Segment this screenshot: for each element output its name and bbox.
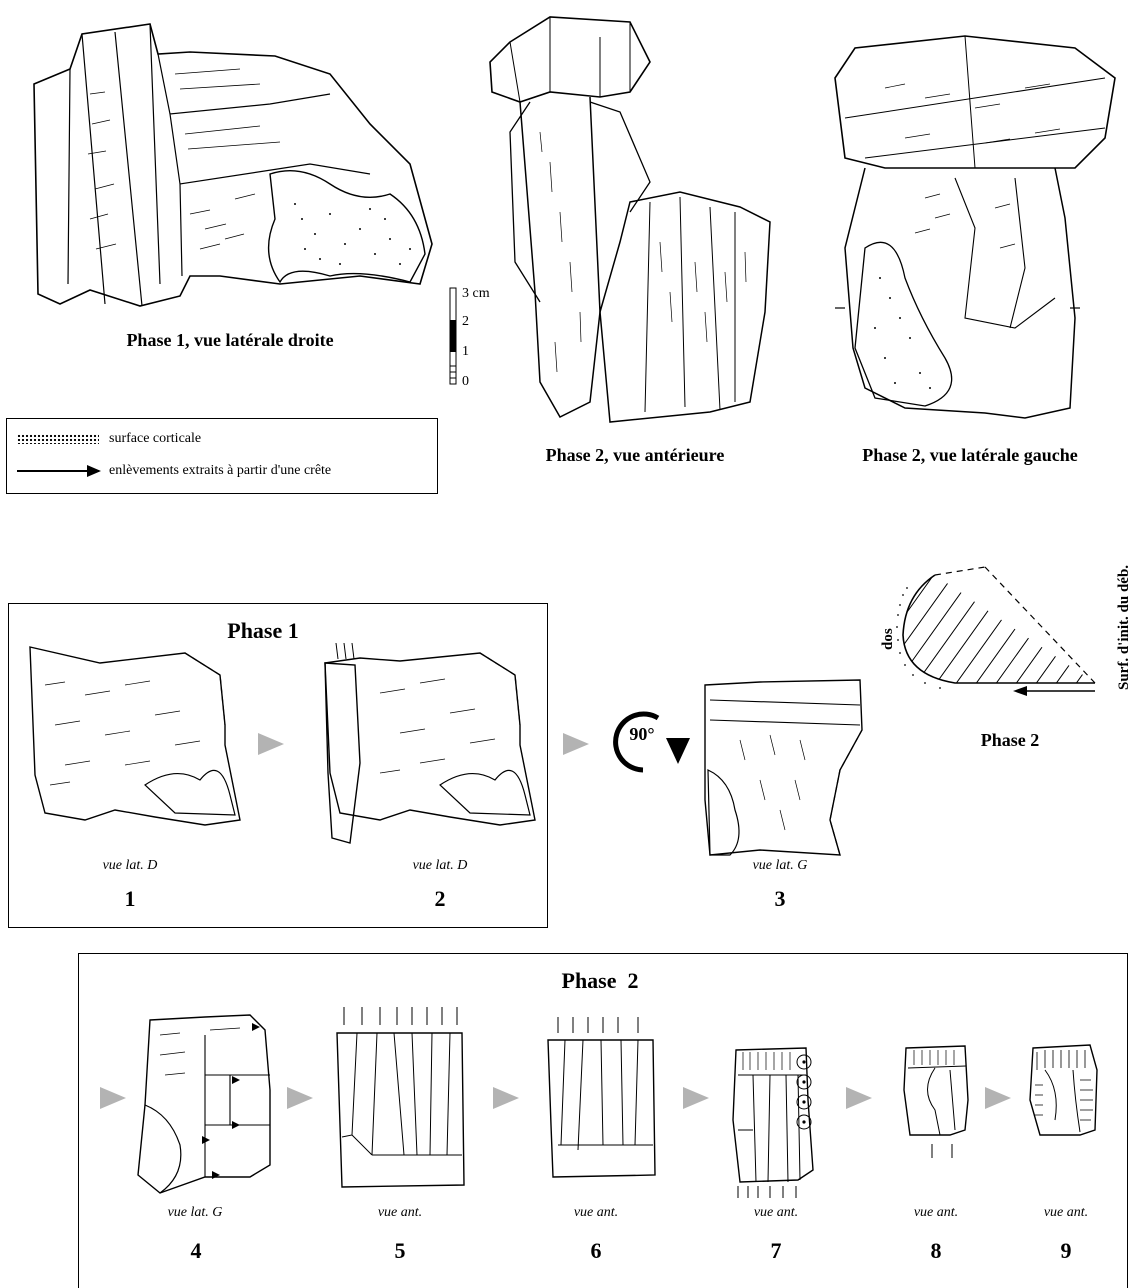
legend-cortex-label: surface corticale [109, 431, 201, 447]
core-drawing-phase2-left-lateral [825, 18, 1125, 428]
phase1-step2-drawing [320, 643, 545, 850]
caption-phase2-anterior: Phase 2, vue antérieure [500, 445, 770, 466]
legend-crest-label: enlèvements extraits à partir d'une crêt… [109, 463, 331, 479]
phase1-title: Phase 1 [188, 618, 338, 644]
phase2-step7-view: vue ant. [716, 1205, 836, 1221]
phase1-step2-number: 2 [420, 886, 460, 912]
phase2-step5-number: 5 [380, 1238, 420, 1264]
phase1-step1-view: vue lat. D [70, 858, 190, 874]
phase1-step3-drawing [700, 680, 870, 860]
schema-back-label: dos [880, 628, 897, 650]
step-arrow-4-5 [287, 1087, 313, 1109]
phase2-step8-number: 8 [916, 1238, 956, 1264]
phase2-schema-diagram [895, 555, 1105, 695]
step-arrow-6-7 [683, 1087, 709, 1109]
phase2-step9-view: vue ant. [1006, 1205, 1126, 1221]
phase1-step3-number: 3 [760, 886, 800, 912]
phase2-step6-number: 6 [576, 1238, 616, 1264]
rotation-label: 90° [618, 724, 666, 745]
phase2-step9-drawing [1025, 1040, 1105, 1170]
step-arrow-into-4 [100, 1087, 126, 1109]
legend-item-cortex: surface corticale [17, 431, 201, 447]
phase2-step7-drawing [728, 1040, 823, 1200]
phase2-step8-view: vue ant. [876, 1205, 996, 1221]
arrow-right-icon [17, 470, 99, 472]
scale-label-3cm: 3 cm [462, 286, 490, 302]
phase1-step1-number: 1 [110, 886, 150, 912]
step-arrow-1-2 [258, 733, 284, 755]
step-arrow-7-8 [846, 1087, 872, 1109]
scale-label-1: 1 [462, 344, 469, 360]
scale-label-0: 0 [462, 374, 469, 390]
phase2-step4-drawing [130, 1015, 280, 1200]
phase2-step6-view: vue ant. [536, 1205, 656, 1221]
step-arrow-8-9 [985, 1087, 1011, 1109]
step-arrow-2-3 [563, 733, 589, 755]
legend-box: surface corticale enlèvements extraits à… [6, 418, 438, 494]
core-drawing-phase1-right-lateral [30, 14, 440, 314]
phase2-step6-drawing [543, 1015, 663, 1190]
cortex-swatch-icon [17, 434, 99, 444]
phase1-step1-drawing [25, 645, 250, 850]
schema-caption: Phase 2 [960, 730, 1060, 751]
legend-item-crest: enlèvements extraits à partir d'une crêt… [17, 463, 331, 479]
phase1-step2-view: vue lat. D [380, 858, 500, 874]
phase2-step4-number: 4 [176, 1238, 216, 1264]
scale-bar [446, 286, 460, 386]
phase2-step5-drawing [332, 1005, 472, 1195]
phase2-step9-number: 9 [1046, 1238, 1086, 1264]
caption-phase1-right-lateral: Phase 1, vue latérale droite [80, 330, 380, 351]
phase2-step5-view: vue ant. [340, 1205, 460, 1221]
phase2-step8-drawing [900, 1040, 975, 1170]
phase2-step4-view: vue lat. G [135, 1205, 255, 1221]
scale-label-2: 2 [462, 314, 469, 330]
schema-side-label: Surf. d'init. du déb. [1116, 510, 1133, 690]
core-drawing-phase2-anterior [480, 12, 780, 432]
phase1-step3-view: vue lat. G [720, 858, 840, 874]
phase2-step7-number: 7 [756, 1238, 796, 1264]
phase2-title: Phase 2 [520, 968, 680, 994]
step-arrow-5-6 [493, 1087, 519, 1109]
caption-phase2-left-lateral: Phase 2, vue latérale gauche [820, 445, 1120, 466]
